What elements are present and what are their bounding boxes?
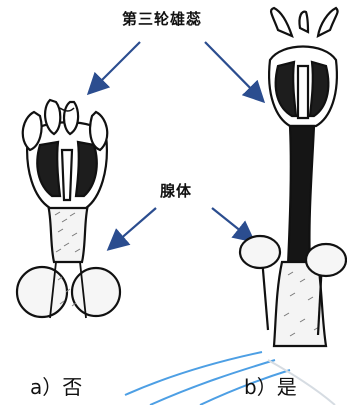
- arrow-gland-a: [110, 208, 156, 248]
- watermark: [125, 352, 335, 405]
- arrows: [90, 42, 262, 248]
- gland-a-right: [72, 268, 120, 316]
- arrow-gland-b: [212, 208, 252, 240]
- gland-b-right: [306, 244, 346, 276]
- caption-b: b）是: [244, 371, 297, 400]
- gland-a-left: [17, 267, 67, 317]
- label-gland: 腺体: [160, 180, 192, 201]
- arrow-stamen-a: [90, 42, 140, 92]
- label-third-whorl-stamen: 第三轮雄蕊: [122, 8, 202, 29]
- stamen-illustration-a: [17, 100, 120, 318]
- gland-b-left: [240, 236, 280, 268]
- stamen-illustration-b: [240, 8, 346, 346]
- arrow-stamen-b: [205, 42, 262, 100]
- caption-a: a）否: [30, 371, 82, 400]
